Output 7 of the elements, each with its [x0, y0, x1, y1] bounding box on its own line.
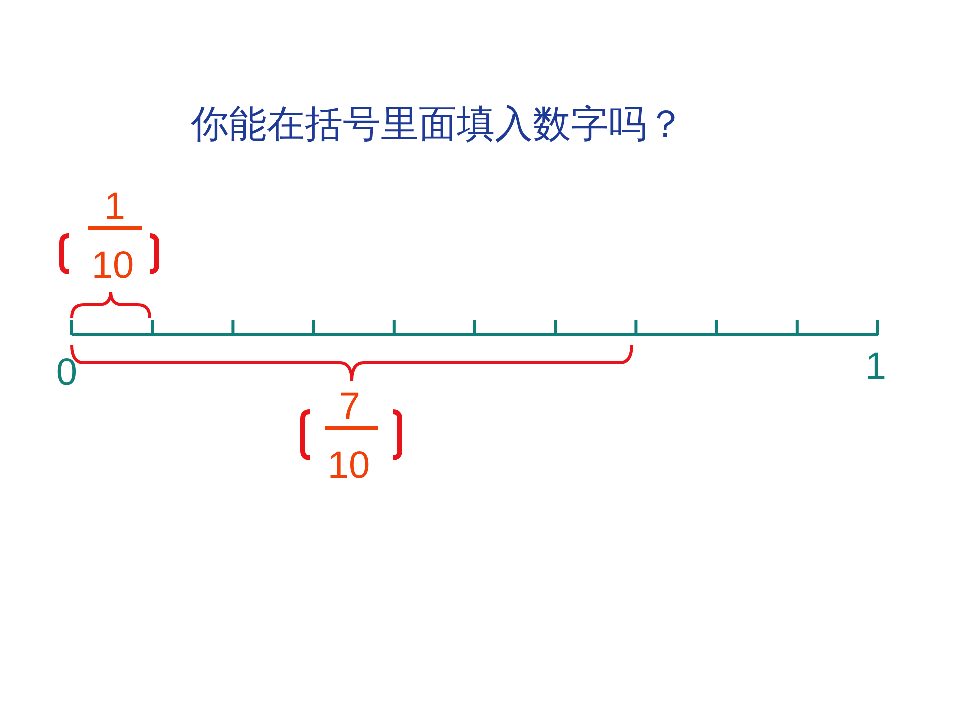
fraction-denominator: 10	[92, 247, 134, 285]
title: 你能在括号里面填入数字吗？	[191, 105, 685, 143]
fraction-denominator: 10	[328, 447, 370, 485]
fraction-numerator: 7	[339, 388, 361, 426]
fraction-numerator: 1	[104, 188, 126, 226]
tick-label: 1	[865, 348, 887, 386]
tick-label: 0	[56, 354, 78, 392]
